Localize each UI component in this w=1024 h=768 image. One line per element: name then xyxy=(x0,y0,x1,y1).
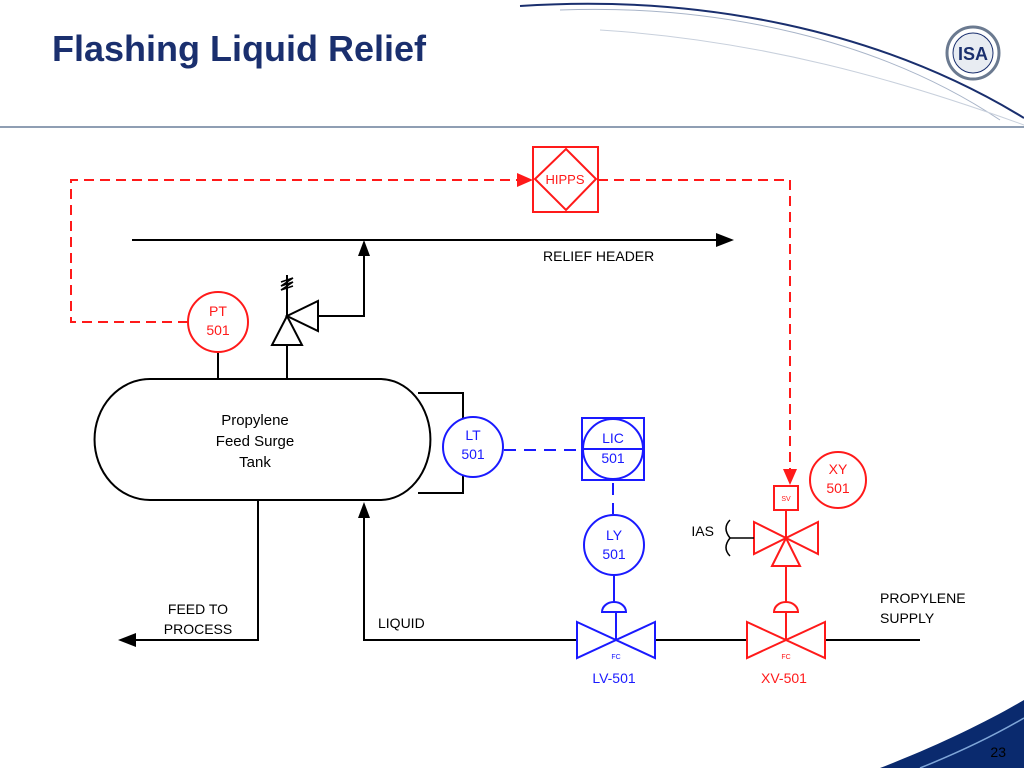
tank-label-line1: Propylene xyxy=(221,412,289,429)
ias-label: IAS xyxy=(691,523,714,539)
control-signal-lines xyxy=(504,449,614,514)
ias-connection xyxy=(725,519,754,557)
hipps-block xyxy=(532,146,599,213)
xy-501-bubble xyxy=(809,451,867,509)
xv-501-valve xyxy=(746,560,826,660)
ly-501-tag: LY xyxy=(606,527,623,543)
page-number: 23 xyxy=(990,744,1006,760)
lv-501-valve xyxy=(576,575,656,660)
tank-label-line2: Feed Surge xyxy=(216,433,294,450)
xy-signal-arrow xyxy=(783,469,797,485)
isa-logo-text: ISA xyxy=(958,44,988,64)
lv-501-tag: LV-501 xyxy=(592,670,636,686)
footer-decoration xyxy=(880,700,1024,768)
pt-501-tag: PT xyxy=(209,303,227,319)
liquid-inlet-arrow xyxy=(358,502,370,518)
propylene-supply-line2: SUPPLY xyxy=(880,610,935,626)
relief-header-label: RELIEF HEADER xyxy=(543,248,654,264)
ly-501-number: 501 xyxy=(602,546,626,562)
hipps-label: HIPPS xyxy=(545,172,584,187)
lv-fc-label: FC xyxy=(611,654,620,661)
xy-501-number: 501 xyxy=(826,480,850,496)
feed-to-process-arrow xyxy=(118,633,136,647)
relief-valve xyxy=(270,275,319,346)
lt-501-number: 501 xyxy=(461,446,485,462)
header-decoration xyxy=(0,2,1024,128)
relief-header-arrow xyxy=(716,233,734,247)
lt-501-bubble xyxy=(442,416,504,478)
isa-logo: ISA xyxy=(945,25,1001,81)
hipps-arrow xyxy=(517,173,533,187)
propylene-supply-line1: PROPYLENE xyxy=(880,590,966,606)
feed-to-process-line1: FEED TO xyxy=(168,601,228,617)
tank-label-line3: Tank xyxy=(239,454,271,471)
lic-501-number: 501 xyxy=(601,450,625,466)
slide-title: Flashing Liquid Relief xyxy=(52,28,427,69)
xy-501-solenoid-valve xyxy=(753,485,819,567)
ly-501-bubble xyxy=(583,514,645,576)
lic-501-tag: LIC xyxy=(602,430,624,446)
relief-outlet-arrow xyxy=(358,240,370,256)
process-lines xyxy=(132,239,920,641)
safety-signal-lines xyxy=(70,179,791,470)
feed-to-process-line2: PROCESS xyxy=(164,621,232,637)
sv-label: SV xyxy=(781,496,791,503)
xv-fc-label: FC xyxy=(781,654,790,661)
pt-501-number: 501 xyxy=(206,322,230,338)
lt-501-tag: LT xyxy=(465,427,481,443)
xy-501-tag: XY xyxy=(829,461,848,477)
liquid-label: LIQUID xyxy=(378,615,425,631)
arrowheads xyxy=(118,233,734,647)
propylene-feed-surge-tank xyxy=(93,378,432,501)
xv-501-tag: XV-501 xyxy=(761,670,807,686)
pt-501-bubble xyxy=(187,291,249,353)
lic-501-block xyxy=(581,417,645,481)
